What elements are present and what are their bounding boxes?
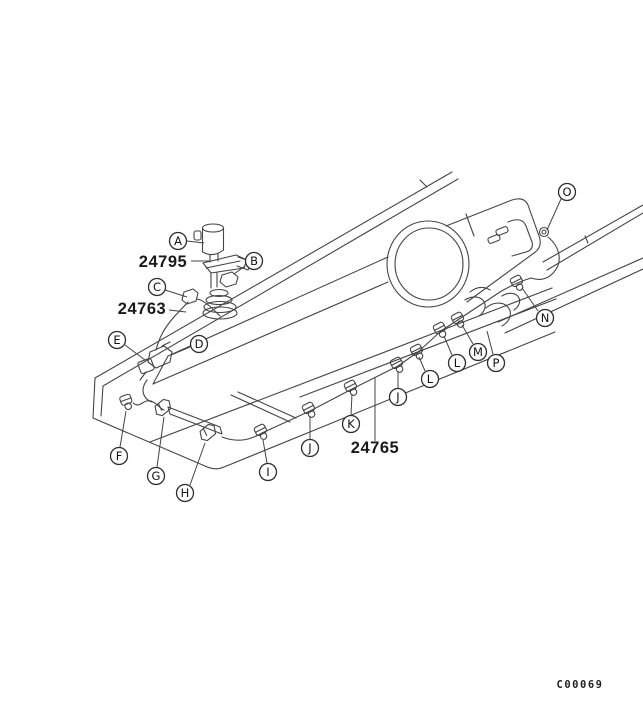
callout-b-letter: B [250,254,258,268]
callout-e: E [107,330,127,350]
c-fitting [181,288,199,305]
valve-assembly-24795 [193,223,253,320]
mnp-cluster [449,273,527,331]
callout-g-letter: G [152,469,161,483]
callout-n: N [535,308,555,328]
callout-e-letter: E [113,333,120,347]
callout-l-2-letter: L [454,356,461,370]
callout-j-1-letter: J [307,441,311,455]
callout-a-letter: A [174,234,182,248]
callout-m-letter: M [473,345,483,359]
b-fitting [219,271,239,288]
front-brackets [118,393,223,443]
tube-24765 [221,277,532,443]
callout-c: C [147,277,167,297]
callout-d: D [189,334,209,354]
part-number-24795: 24795 [139,253,187,271]
callout-n-letter: N [541,311,550,325]
callout-k: K [341,414,361,434]
callout-k-letter: K [347,417,355,431]
part-number-24763: 24763 [118,300,166,318]
callout-p-letter: P [493,356,500,370]
o-hose [530,236,560,280]
tank-end-fittings [487,219,560,280]
callout-f: F [109,446,129,466]
callout-l-1-letter: L [427,372,434,386]
hose-24763 [155,288,221,351]
frame-drawing [92,171,643,470]
near-rail [497,257,643,334]
callout-b: B [244,251,264,271]
air-tank [386,198,541,308]
part-number-24765: 24765 [351,439,399,457]
callout-i: I [258,462,278,482]
far-rail [94,171,643,387]
callout-h-letter: H [181,486,190,500]
callout-o: O [557,182,577,202]
clip-i [252,422,271,443]
callout-c-letter: C [153,280,161,294]
callout-m: M [468,342,488,362]
callout-o-letter: O [562,185,571,199]
callout-p: P [486,353,506,373]
callout-l-2: L [447,353,467,373]
leader-lines [119,198,562,486]
callout-g: G [146,466,166,486]
gh-rod [167,406,223,435]
callout-a: A [168,231,188,251]
callout-l-1: L [420,369,440,389]
callout-f-letter: F [116,449,123,463]
callout-j-2: J [388,387,408,407]
callout-d-letter: D [195,337,204,351]
f-bracket [118,393,136,412]
callout-h: H [175,483,195,503]
clip-m [449,310,468,331]
o-fitting-nut [538,226,550,238]
callout-j-1: J [300,438,320,458]
figure-code: C00069 [557,679,604,691]
callout-j-2-letter: J [395,390,399,404]
callout-i-letter: I [266,465,269,479]
